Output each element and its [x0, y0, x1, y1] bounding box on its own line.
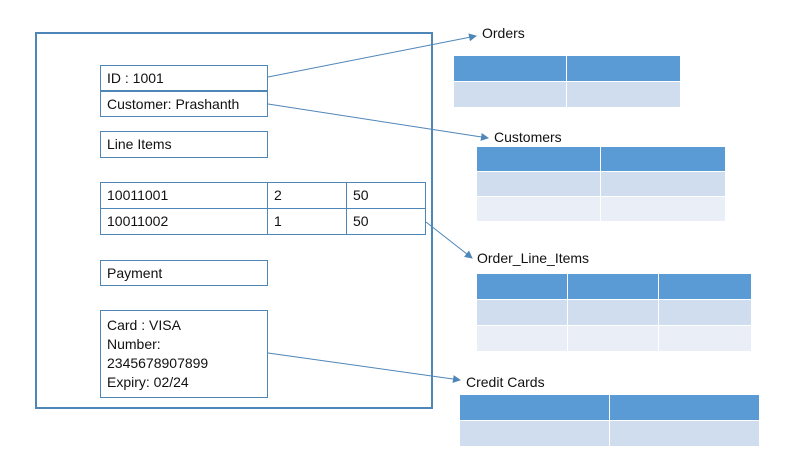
- order-line-items-table-label: Order_Line_Items: [477, 250, 590, 266]
- credit-card-details: Card : VISA Number: 2345678907899 Expiry…: [100, 310, 268, 398]
- order-id-field: ID : 1001: [100, 65, 268, 91]
- order-line-items-table: [477, 274, 751, 352]
- card-expiry: Expiry: 02/24: [107, 374, 189, 390]
- customers-table-label: Customers: [494, 129, 562, 145]
- line-item-2-qty: 1: [267, 208, 347, 235]
- line-item-1-price: 50: [346, 182, 426, 209]
- card-number-label: Number:: [107, 336, 161, 352]
- credit-cards-table: [460, 395, 759, 447]
- credit-cards-table-label: Credit Cards: [466, 374, 545, 390]
- order-customer-field: Customer: Prashanth: [100, 91, 268, 117]
- line-item-2-price: 50: [346, 208, 426, 235]
- arrow-customer-to-customers: [267, 103, 489, 141]
- orders-table: [454, 56, 680, 108]
- line-item-2-number: 10011002: [100, 208, 268, 235]
- arrow-line-items-to-order-line-items: [425, 221, 473, 259]
- line-items-heading: Line Items: [100, 131, 268, 158]
- orders-table-label: Orders: [482, 25, 525, 41]
- payment-heading: Payment: [100, 260, 268, 286]
- order-object-frame: [35, 32, 433, 409]
- card-number: 2345678907899: [107, 355, 209, 371]
- arrow-id-to-orders: [267, 33, 477, 78]
- customers-table: [477, 147, 725, 222]
- arrow-card-to-credit-cards: [267, 352, 461, 383]
- card-type: Card : VISA: [107, 317, 181, 333]
